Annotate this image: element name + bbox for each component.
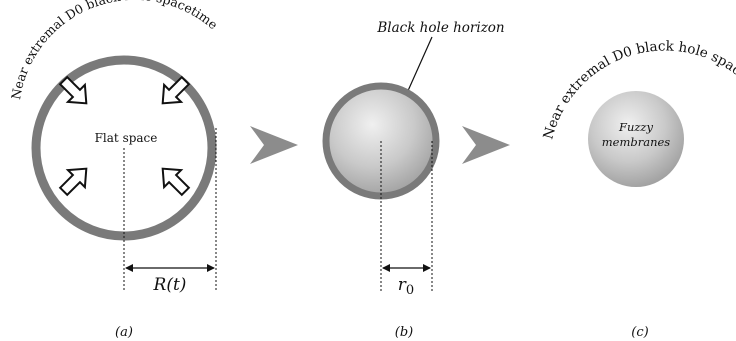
horizon-pointer-line: [406, 36, 433, 94]
r0-arrowhead-right: [423, 264, 431, 272]
fuzzy-membranes-sphere: [588, 91, 684, 187]
panel-b: Black hole horizon r0 (b): [322, 20, 505, 340]
inward-arrow-icon: [161, 75, 191, 105]
dimension-arrowhead-left: [125, 264, 133, 272]
flat-space-label: Flat space: [95, 131, 158, 145]
membranes-label: membranes: [602, 135, 671, 149]
fuzzy-label: Fuzzy: [618, 120, 654, 134]
caption-a: (a): [115, 325, 133, 340]
inward-arrow-icon: [161, 167, 191, 197]
black-hole-horizon-ring: [322, 82, 440, 200]
r0-label: r0: [398, 275, 414, 298]
transition-chevron-icon: [250, 126, 298, 164]
panel-a: Near extremal D0 black hole spacetime Fl…: [8, 0, 221, 340]
dimension-arrowhead-right: [207, 264, 215, 272]
transition-chevron-icon: [462, 126, 510, 164]
inward-arrow-icon: [58, 167, 88, 197]
caption-c: (c): [631, 325, 648, 340]
r0-arrowhead-left: [382, 264, 390, 272]
inward-arrow-icon: [58, 75, 88, 105]
radius-label: R(t): [153, 275, 187, 295]
caption-b: (b): [395, 325, 413, 340]
horizon-label: Black hole horizon: [376, 20, 504, 36]
